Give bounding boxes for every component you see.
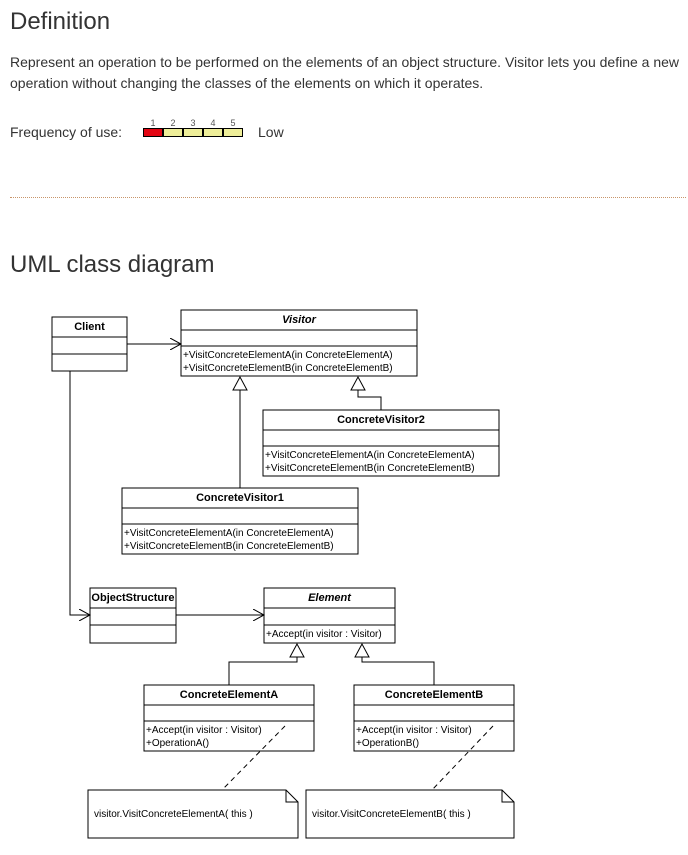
generalization-element-b	[361, 657, 435, 685]
frequency-scale-cell	[163, 128, 183, 137]
class-concrete-element-a-op: +Accept(in visitor : Visitor)	[146, 725, 262, 736]
class-client: Client	[51, 316, 128, 372]
class-concrete-visitor-2: ConcreteVisitor2 +VisitConcreteElementA(…	[262, 409, 500, 477]
class-concrete-visitor-1-op: +VisitConcreteElementB(in ConcreteElemen…	[124, 541, 334, 552]
class-concrete-element-a-op: +OperationA()	[146, 738, 209, 749]
class-concrete-visitor-2-op: +VisitConcreteElementB(in ConcreteElemen…	[265, 463, 475, 474]
frequency-scale: 1 2 3 4 5	[143, 118, 243, 140]
class-visitor-op: +VisitConcreteElementB(in ConcreteElemen…	[183, 363, 393, 374]
class-concrete-visitor-2-name: ConcreteVisitor2	[337, 414, 425, 426]
association-client-object-structure	[69, 371, 90, 615]
class-object-structure: ObjectStructure	[89, 587, 177, 644]
generalization-arrow-element-b	[354, 642, 370, 658]
frequency-scale-number: 1	[150, 118, 156, 128]
class-concrete-visitor-1-name: ConcreteVisitor1	[196, 492, 284, 504]
section-divider	[10, 197, 686, 198]
class-object-structure-name: ObjectStructure	[91, 592, 174, 604]
note-b: visitor.VisitConcreteElementB( this )	[305, 789, 515, 839]
class-element: Element +Accept(in visitor : Visitor)	[263, 587, 396, 644]
generalization-visitor2	[357, 390, 382, 410]
generalization-arrow-element-a	[289, 642, 305, 658]
class-concrete-element-a: ConcreteElementA +Accept(in visitor : Vi…	[143, 684, 315, 752]
frequency-scale-cell	[203, 128, 223, 137]
note-b-anchor	[431, 725, 494, 791]
class-visitor-name: Visitor	[282, 314, 317, 326]
uml-class-diagram: Client Visitor +VisitConcreteElementA(in…	[51, 309, 515, 839]
frequency-value-text: Low	[258, 124, 284, 140]
generalization-arrow-visitor2	[350, 375, 366, 391]
note-b-text: visitor.VisitConcreteElementB( this )	[312, 809, 471, 820]
definition-text: Represent an operation to be performed o…	[10, 54, 680, 91]
note-a-text: visitor.VisitConcreteElementA( this )	[94, 809, 253, 820]
definition-heading: Definition	[10, 8, 111, 35]
generalization-element-a	[228, 657, 298, 685]
class-concrete-visitor-1: ConcreteVisitor1 +VisitConcreteElementA(…	[121, 487, 359, 555]
frequency-scale-number: 2	[170, 118, 176, 128]
frequency-scale-cell	[143, 128, 163, 137]
class-client-name: Client	[74, 321, 105, 333]
class-concrete-visitor-2-op: +VisitConcreteElementA(in ConcreteElemen…	[265, 450, 475, 461]
frequency-row: Frequency of use: 1 2 3 4 5 Low	[10, 118, 410, 144]
frequency-scale-number: 4	[210, 118, 216, 128]
class-concrete-element-a-name: ConcreteElementA	[180, 689, 278, 701]
note-a-anchor	[221, 725, 286, 791]
frequency-scale-cell	[183, 128, 203, 137]
class-concrete-element-b: ConcreteElementB +Accept(in visitor : Vi…	[353, 684, 515, 752]
frequency-scale-number: 5	[230, 118, 236, 128]
class-visitor: Visitor +VisitConcreteElementA(in Concre…	[180, 309, 418, 377]
frequency-scale-number: 3	[190, 118, 196, 128]
frequency-scale-cell	[223, 128, 243, 137]
class-element-op: +Accept(in visitor : Visitor)	[266, 629, 382, 640]
generalization-arrow-visitor1	[232, 375, 248, 391]
note-a: visitor.VisitConcreteElementA( this )	[87, 789, 299, 839]
class-concrete-element-b-name: ConcreteElementB	[385, 689, 483, 701]
class-concrete-element-b-op: +Accept(in visitor : Visitor)	[356, 725, 472, 736]
class-concrete-element-b-op: +OperationB()	[356, 738, 419, 749]
frequency-label: Frequency of use:	[10, 124, 123, 140]
uml-heading: UML class diagram	[10, 251, 215, 278]
class-concrete-visitor-1-op: +VisitConcreteElementA(in ConcreteElemen…	[124, 528, 334, 539]
class-visitor-op: +VisitConcreteElementA(in ConcreteElemen…	[183, 350, 393, 361]
class-element-name: Element	[308, 592, 352, 604]
